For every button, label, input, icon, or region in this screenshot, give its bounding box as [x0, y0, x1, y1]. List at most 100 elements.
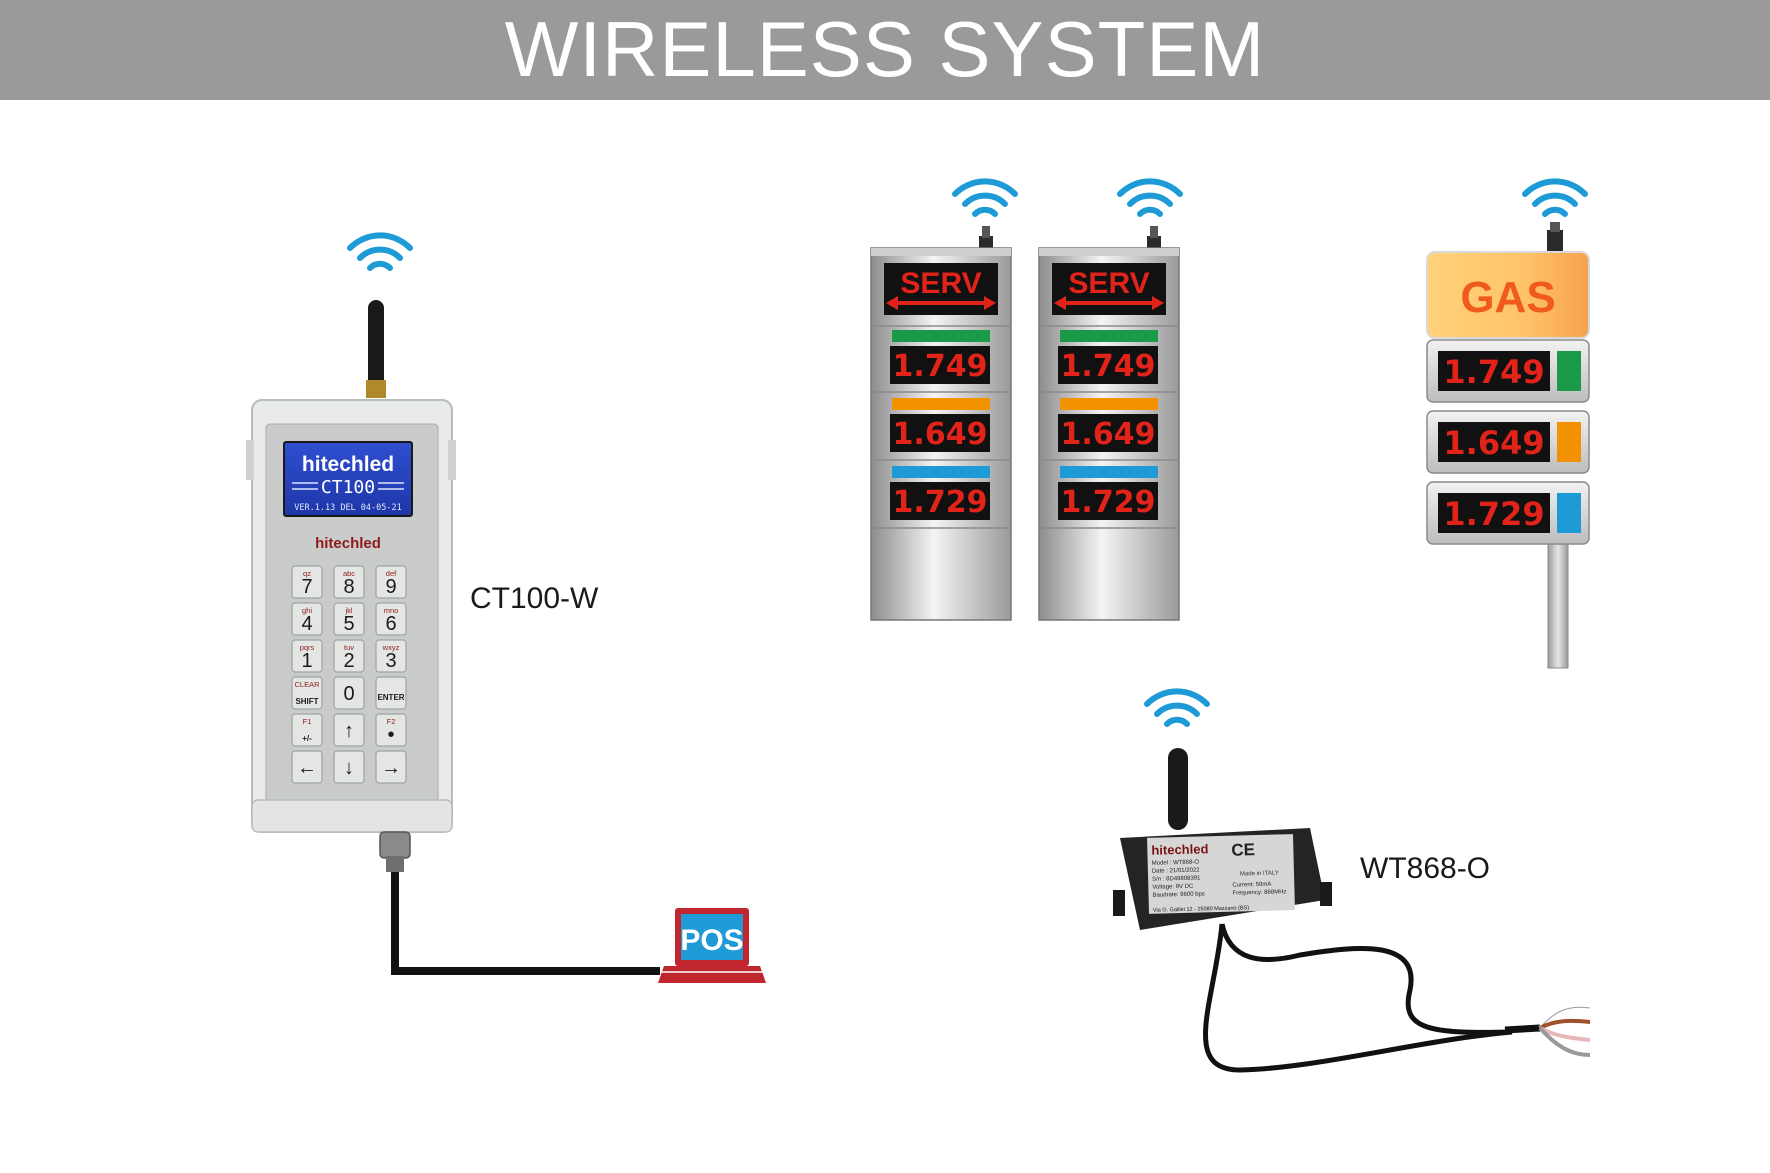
key-main-label: ↑ [344, 720, 354, 742]
keypad-key[interactable]: ↓ [333, 750, 365, 784]
key-main-label: 3 [385, 650, 396, 672]
spec-line: Frequency: 868MHz [1232, 889, 1286, 896]
keypad-key[interactable]: → [375, 750, 407, 784]
key-sub-label: ghi [302, 606, 312, 615]
wifi-icon [1144, 688, 1210, 727]
lcd-screen [283, 441, 413, 517]
key-main-label: SHIFT [295, 697, 318, 706]
ce-mark: CE [1231, 840, 1255, 860]
key-sub-label: jkl [344, 606, 352, 615]
wifi-icon [347, 232, 413, 271]
title-banner: WIRELESS SYSTEM [0, 0, 1770, 100]
antenna-icon [368, 300, 384, 390]
wifi-icon [1117, 178, 1183, 217]
key-sub-label: F1 [303, 717, 312, 726]
receiver-brand: hitechled [1151, 841, 1208, 857]
fuel-color-bar [892, 466, 990, 478]
key-main-label: 6 [385, 613, 396, 635]
pos-label: POS [680, 924, 743, 957]
fuel-color-swatch [1557, 493, 1581, 533]
price-totem: SERV 1.749 1.649 1.729 [870, 226, 1012, 621]
fuel-color-bar [892, 330, 990, 342]
keypad-key[interactable]: 0 [333, 676, 365, 710]
fuel-color-bar [1060, 330, 1158, 342]
key-main-label: 5 [343, 613, 354, 635]
key-main-label: 0 [343, 683, 354, 705]
fuel-color-bar [892, 398, 990, 410]
fuel-color-swatch [1557, 422, 1581, 462]
cable-icon [1203, 923, 1513, 1073]
key-main-label: • [387, 724, 394, 746]
price-value: 1.729 [893, 485, 988, 520]
keypad-key[interactable]: F2• [375, 713, 407, 747]
keypad-key[interactable]: ← [291, 750, 323, 784]
price-value: 1.649 [1061, 417, 1156, 452]
ct100-keypad-device: hitechled CT100 VER.1.13 DEL 04-05-21 hi… [246, 300, 456, 872]
keypad-key[interactable]: ENTER [375, 676, 407, 710]
gas-price-sign: GAS 1.749 1.649 1.729 [1426, 222, 1590, 669]
totem-header: SERV [1068, 267, 1149, 300]
totem-header: SERV [900, 267, 981, 300]
spec-line: Voltage: 9V DC [1152, 884, 1194, 891]
price-value: 1.749 [1061, 349, 1156, 384]
keypad-key[interactable]: ↑ [333, 713, 365, 747]
key-sub-label: abc [343, 569, 355, 578]
price-value: 1.649 [893, 417, 988, 452]
key-sub-label: pqrs [300, 643, 315, 652]
wt868-receiver-device: hitechled CE Made in ITALY Model : WT868… [1113, 748, 1591, 1073]
key-main-label: 7 [301, 576, 312, 598]
fuel-color-swatch [1557, 351, 1581, 391]
key-main-label: 8 [343, 576, 354, 598]
key-sub-label: def [386, 569, 397, 578]
key-sub-label: CLEAR [294, 680, 320, 689]
fuel-color-bar [1060, 398, 1158, 410]
key-main-label: ← [297, 757, 317, 779]
page-title: WIRELESS SYSTEM [504, 5, 1266, 93]
price-value: 1.749 [893, 349, 988, 384]
gas-header: GAS [1460, 273, 1555, 322]
key-main-label: 1 [301, 650, 312, 672]
receiver-address: Via G. Galilei 12 - 25080 Mazzano (BS) [1153, 905, 1249, 914]
antenna-icon [1168, 748, 1188, 830]
price-value: 1.729 [1443, 495, 1544, 533]
key-main-label: → [381, 757, 401, 779]
spec-line: Current: 50mA [1232, 882, 1271, 889]
key-main-label: 9 [385, 576, 396, 598]
ct100-label: CT100-W [470, 582, 599, 615]
receiver-made-in: Made in ITALY [1240, 870, 1279, 877]
key-sub-label: tuv [344, 643, 354, 652]
laptop-icon: POS [658, 908, 766, 983]
key-sub-label: wxyz [382, 643, 400, 652]
keypad-key[interactable]: qz7 [291, 565, 323, 599]
lcd-brand: hitechled [302, 453, 394, 476]
wt868-label: WT868-O [1360, 852, 1490, 885]
spec-line: Date : 21/01/2022 [1152, 868, 1201, 875]
keypad-key[interactable]: CLEAR SHIFT [291, 676, 323, 710]
spec-line: Model : WT868-O [1152, 860, 1200, 867]
key-main-label: 4 [301, 613, 312, 635]
cable-icon [391, 872, 660, 975]
price-value: 1.749 [1443, 353, 1544, 391]
gas-price-row: 1.649 [1426, 410, 1590, 474]
lcd-model: CT100 [321, 477, 375, 498]
gas-price-row: 1.749 [1426, 339, 1590, 403]
key-sub-label: mno [384, 606, 399, 615]
price-value: 1.649 [1443, 424, 1544, 462]
key-sub-label: qz [303, 569, 311, 578]
key-main-label: +/- [302, 734, 312, 743]
keypad-key[interactable]: F1 +/- [291, 713, 323, 747]
key-main-label: ↓ [344, 757, 354, 779]
spec-line: S/n : 8D49808391 [1152, 875, 1201, 882]
wifi-icon [1522, 178, 1588, 217]
